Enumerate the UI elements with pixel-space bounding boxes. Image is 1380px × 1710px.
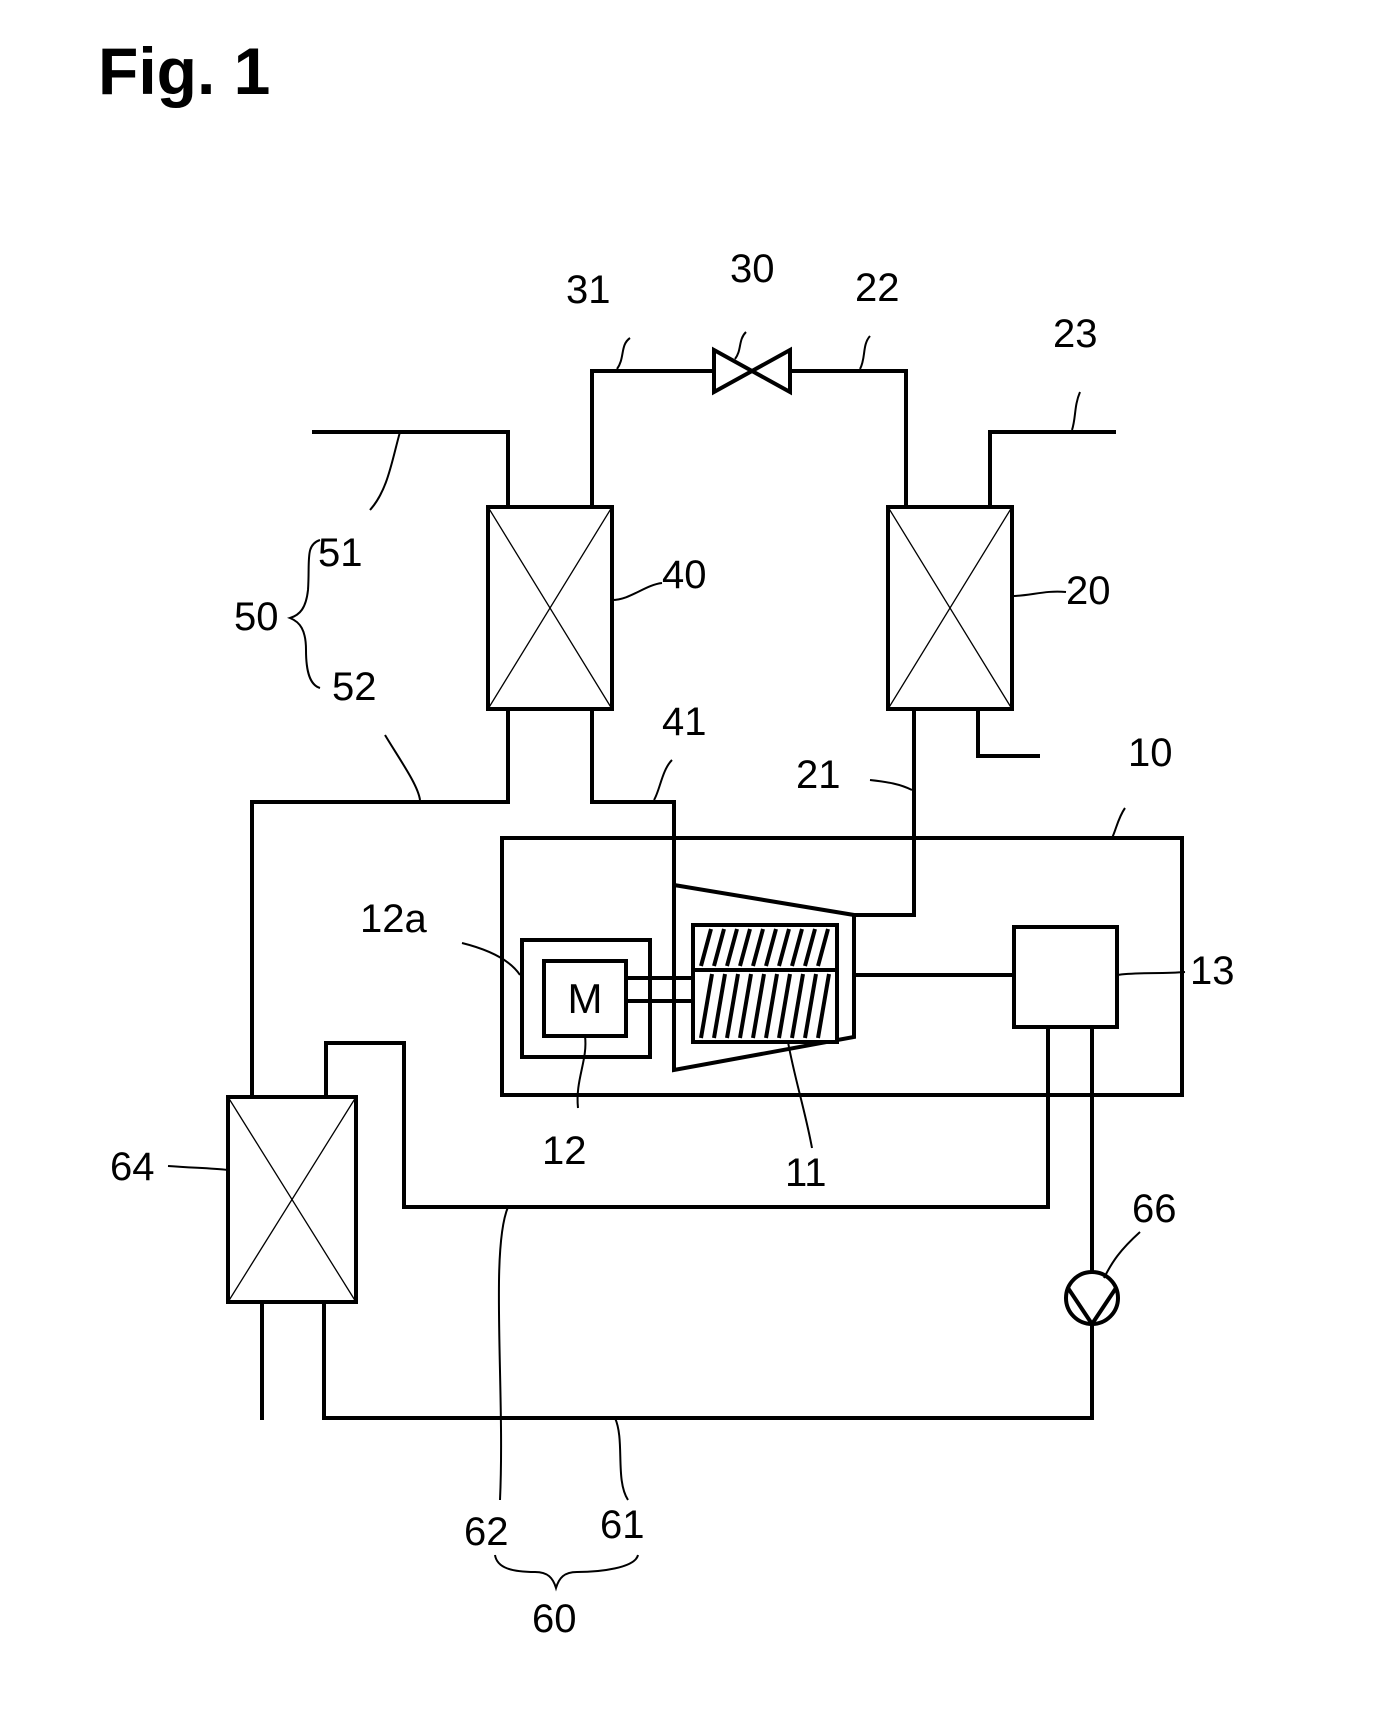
compression-unit-11	[674, 885, 854, 1070]
label-61: 61	[600, 1503, 645, 1547]
label-31: 31	[566, 268, 611, 312]
label-12: 12	[542, 1129, 587, 1173]
heat-exchanger-20	[888, 507, 1012, 709]
label-20: 20	[1066, 569, 1111, 613]
label-62: 62	[464, 1510, 509, 1554]
label-52: 52	[332, 665, 377, 709]
motor-shaft	[626, 978, 693, 1001]
label-66: 66	[1132, 1187, 1177, 1231]
label-22: 22	[855, 266, 900, 310]
leader-lines	[168, 332, 1185, 1588]
label-23: 23	[1053, 312, 1098, 356]
label-21: 21	[796, 753, 841, 797]
motor-letter: M	[568, 975, 603, 1022]
label-10: 10	[1128, 731, 1173, 775]
label-40: 40	[662, 553, 707, 597]
label-30: 30	[730, 247, 775, 291]
piping	[252, 371, 1116, 1420]
heat-exchanger-64	[228, 1097, 356, 1302]
heat-exchanger-40	[488, 507, 612, 709]
label-51: 51	[318, 531, 363, 575]
label-60: 60	[532, 1597, 577, 1641]
label-11: 11	[785, 1151, 827, 1195]
screw-rotors	[693, 925, 837, 1042]
label-13: 13	[1190, 949, 1235, 993]
label-50: 50	[234, 595, 279, 639]
label-41: 41	[662, 700, 707, 744]
component-13	[1014, 927, 1117, 1027]
label-64: 64	[110, 1145, 155, 1189]
pump-66	[1066, 1272, 1118, 1324]
label-12a: 12a	[360, 897, 427, 941]
expansion-valve-30	[714, 350, 790, 392]
